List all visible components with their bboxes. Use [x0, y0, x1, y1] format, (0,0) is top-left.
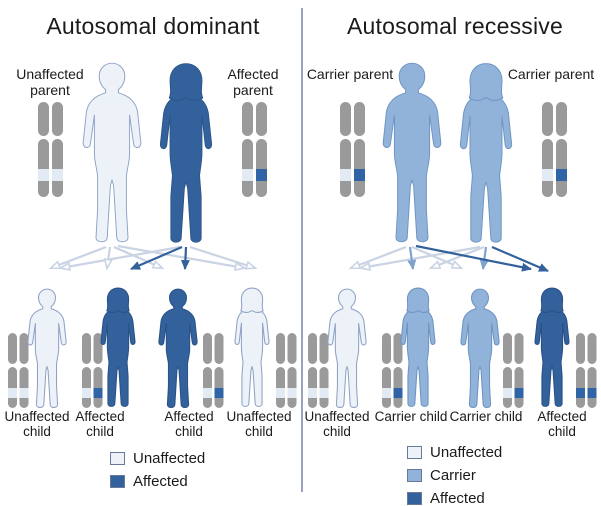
- recessive-panel-title: Autosomal recessive: [347, 13, 563, 39]
- allele-band-mutant: [393, 388, 403, 398]
- recessive-mother-chromosomes: [542, 102, 567, 197]
- legend-label: Affected: [133, 473, 188, 490]
- legend-item-carrier: Carrier: [407, 464, 502, 487]
- allele-band-normal: [52, 169, 63, 181]
- dominant-child-2-label: Affected child: [75, 409, 125, 440]
- allele-band-normal: [242, 169, 253, 181]
- allele-band-mutant: [576, 388, 585, 398]
- allele-band-normal: [382, 388, 391, 398]
- dominant-child-2-chromosomes: [82, 333, 103, 408]
- allele-band-mutant: [256, 169, 267, 181]
- arrow-father-to-child2-carrier: [407, 246, 417, 270]
- arrow-father-to-child2: [103, 246, 113, 271]
- allele-band-normal: [203, 388, 212, 398]
- dominant-father-label: Unaffected parent: [16, 66, 84, 98]
- dominant-child-1-chromosomes: [8, 333, 29, 408]
- dominant-mother-chromosomes: [242, 102, 267, 197]
- arrow-mother-to-child1: [58, 245, 181, 271]
- recessive-child-2-chromosomes: [382, 333, 403, 408]
- recessive-child-1-label: Unaffected child: [304, 409, 370, 440]
- legend-item-affected: Affected: [110, 470, 205, 493]
- allele-band-mutant: [354, 169, 365, 181]
- arrow-mother-to-child2: [428, 245, 485, 270]
- arrow-mother-to-child3-affected: [180, 246, 190, 270]
- allele-band-mutant: [556, 169, 567, 181]
- allele-band-normal: [308, 388, 317, 398]
- dominant-legend: Unaffected Affected: [110, 447, 205, 493]
- allele-band-normal: [319, 388, 329, 398]
- recessive-carrier-mother-figure: [459, 63, 513, 243]
- recessive-child-3-chromosomes: [503, 333, 524, 408]
- arrow-mother-to-child2-affected: [130, 245, 183, 271]
- unaffected-swatch: [407, 446, 422, 459]
- dominant-child-3-figure: [158, 288, 198, 408]
- allele-band-normal: [38, 169, 49, 181]
- recessive-child-1-figure: [327, 288, 367, 408]
- legend-label: Carrier: [430, 467, 476, 484]
- arrow-father-to-child4: [117, 244, 247, 272]
- legend-item-unaffected: Unaffected: [407, 441, 502, 464]
- allele-band-normal: [340, 169, 351, 181]
- arrow-father-to-child4-affected: [415, 244, 532, 272]
- arrow-father-to-child3: [113, 245, 165, 270]
- arrow-mother-to-child3-carrier: [479, 246, 489, 270]
- affected-swatch: [110, 475, 125, 488]
- dominant-child-4-chromosomes: [276, 333, 297, 408]
- unaffected-swatch: [110, 452, 125, 465]
- legend-label: Unaffected: [430, 444, 503, 461]
- dominant-panel-title: Autosomal dominant: [46, 13, 260, 39]
- dominant-child-1-figure: [27, 288, 67, 408]
- recessive-child-4-figure: [534, 287, 570, 407]
- allele-band-mutant: [514, 388, 524, 398]
- dominant-child-4-label: Unaffected child: [226, 409, 292, 440]
- recessive-child-1-chromosomes: [308, 333, 329, 408]
- legend-label: Affected: [430, 490, 485, 506]
- arrow-mother-to-child4-affected: [491, 245, 549, 273]
- recessive-child-3-figure: [460, 288, 500, 408]
- dominant-child-3-chromosomes: [203, 333, 224, 408]
- allele-band-mutant: [93, 388, 103, 398]
- allele-band-mutant: [214, 388, 224, 398]
- recessive-mother-label: Carrier parent: [507, 66, 595, 82]
- allele-band-normal: [8, 388, 17, 398]
- carrier-swatch: [407, 469, 422, 482]
- arrow-father-to-child3: [411, 245, 464, 270]
- dominant-child-1-label: Unaffected child: [4, 409, 70, 440]
- dominant-child-3-label: Affected child: [164, 409, 214, 440]
- allele-band-mutant: [587, 388, 597, 398]
- legend-label: Unaffected: [133, 450, 206, 467]
- arrow-mother-to-child4: [189, 245, 258, 270]
- panel-divider: [301, 8, 303, 492]
- affected-swatch: [407, 492, 422, 505]
- arrow-mother-to-child1: [358, 245, 481, 271]
- recessive-father-label: Carrier parent: [306, 66, 394, 82]
- allele-band-normal: [287, 388, 297, 398]
- allele-band-normal: [276, 388, 285, 398]
- allele-band-normal: [19, 388, 29, 398]
- dominant-child-4-figure: [234, 287, 270, 407]
- recessive-child-2-figure: [400, 287, 436, 407]
- recessive-child-3-label: Carrier child: [449, 409, 523, 424]
- dominant-child-2-figure: [100, 287, 136, 407]
- allele-band-normal: [542, 169, 553, 181]
- dominant-father-chromosomes: [38, 102, 63, 197]
- dominant-inheritance-arrows: [48, 244, 258, 272]
- allele-band-normal: [503, 388, 512, 398]
- recessive-child-2-label: Carrier child: [374, 409, 448, 424]
- recessive-father-chromosomes: [340, 102, 365, 197]
- recessive-legend: Unaffected Carrier Affected: [407, 441, 502, 506]
- dominant-mother-label: Affected parent: [227, 66, 279, 98]
- dominant-affected-mother-figure: [159, 63, 213, 243]
- recessive-inheritance-arrows: [348, 244, 549, 273]
- legend-item-unaffected: Unaffected: [110, 447, 205, 470]
- recessive-child-4-label: Affected child: [537, 409, 587, 440]
- allele-band-normal: [82, 388, 91, 398]
- legend-item-affected: Affected: [407, 487, 502, 506]
- recessive-carrier-father-figure: [382, 62, 442, 243]
- recessive-child-4-chromosomes: [576, 333, 597, 408]
